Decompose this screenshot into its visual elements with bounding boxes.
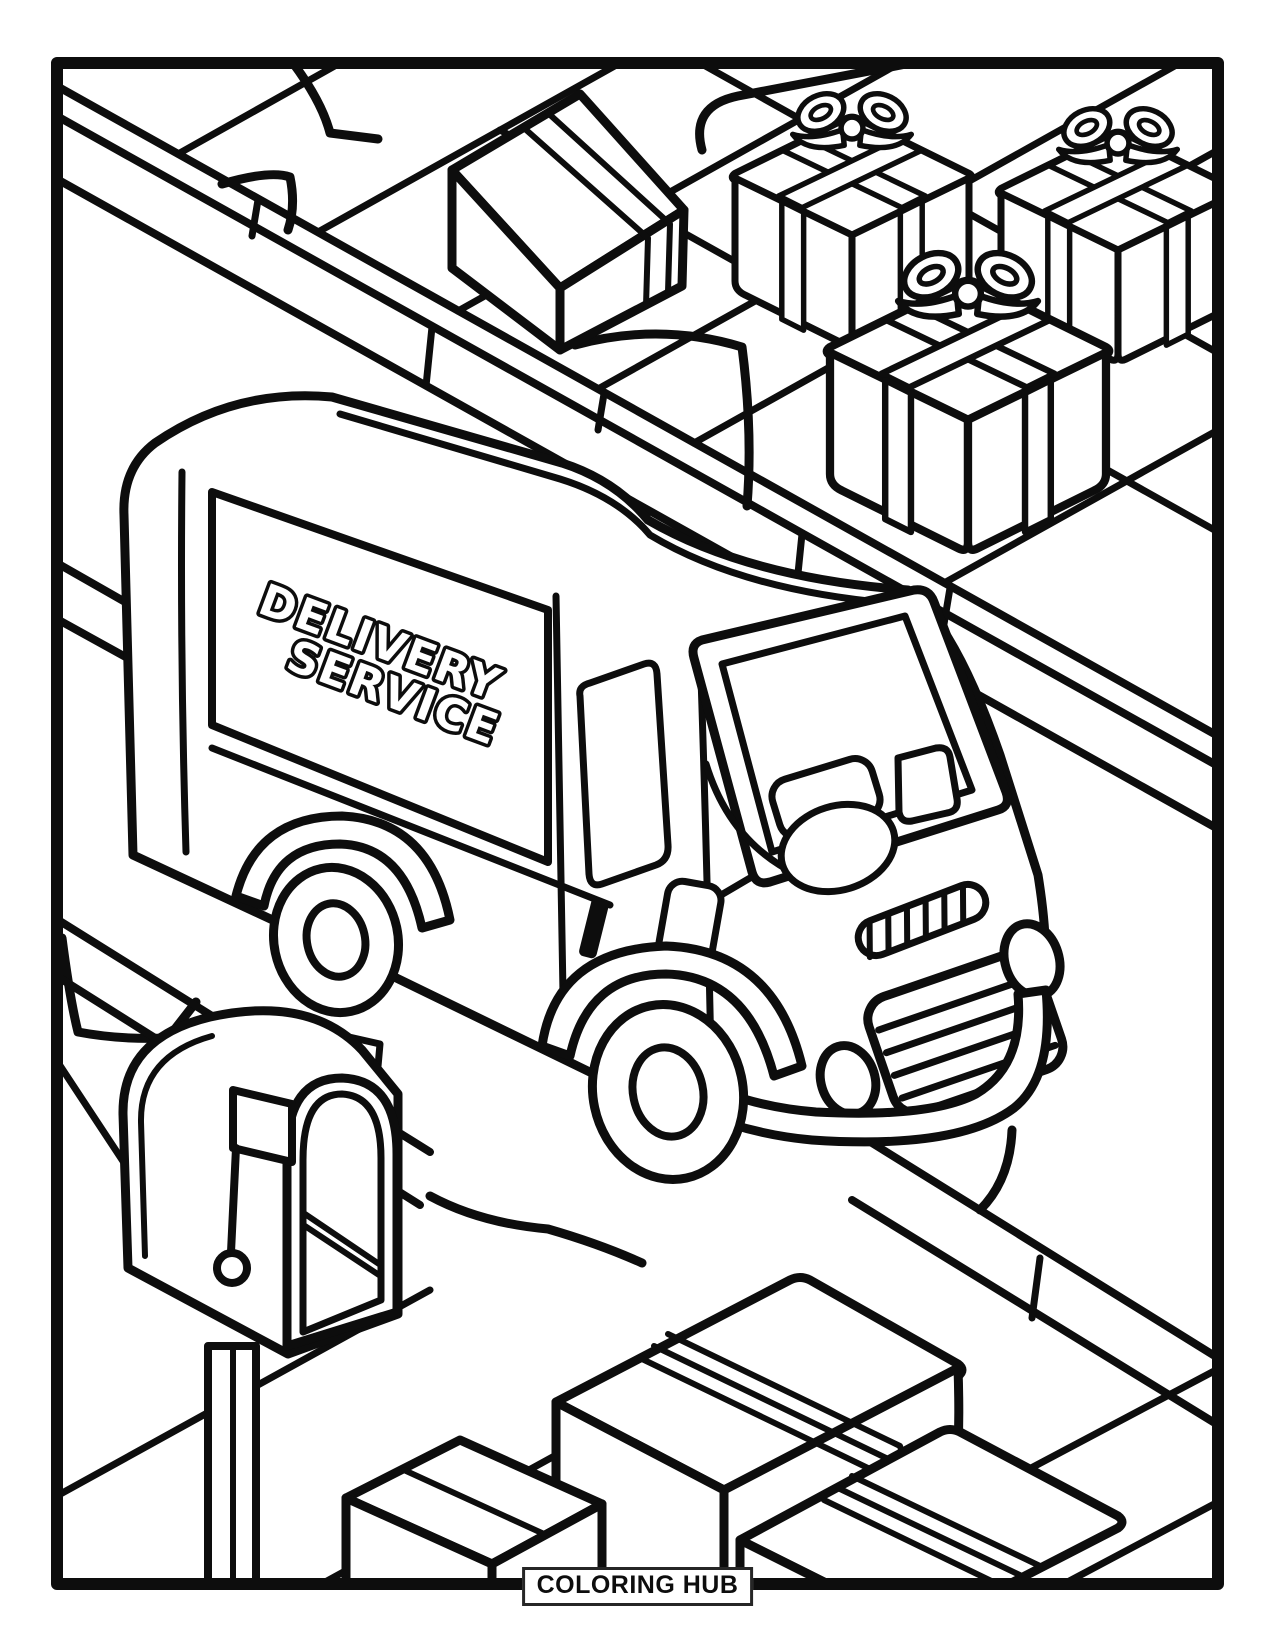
mailbox-opening-lines — [302, 1211, 382, 1278]
parcel-tape-line — [521, 110, 673, 309]
truck-rear-corner-line — [178, 468, 190, 856]
packages-top — [447, 63, 1238, 550]
mailbox-flag-paddle — [229, 1086, 296, 1166]
pavement-crack — [288, 63, 383, 144]
parcel-box-bottom-left — [341, 1435, 607, 1584]
parcel-straps — [821, 1473, 1043, 1584]
mailbox-door-inner — [299, 1090, 385, 1336]
steering-wheel — [777, 800, 899, 896]
curb-brick-tick — [422, 323, 436, 390]
curb-brick-tick — [940, 584, 954, 628]
box-behind-edge — [695, 63, 911, 155]
brick-joint — [174, 63, 344, 158]
rear-wheel — [268, 862, 404, 1018]
parcel-left-face — [341, 1493, 497, 1584]
front-fender — [537, 941, 807, 1081]
truck-side-panel — [208, 488, 552, 866]
curb-top-line — [57, 81, 1218, 740]
brick-joint — [940, 426, 1218, 587]
truck-roof-inner-line — [336, 410, 904, 608]
mailbox — [118, 1006, 403, 1584]
near-curb-right — [868, 1139, 1218, 1362]
seat-headrest — [894, 744, 961, 825]
slab-joint — [1057, 1498, 1218, 1584]
rear-hub — [302, 899, 370, 981]
parcel-right-face — [487, 1499, 607, 1584]
pavement-crack — [425, 1191, 647, 1268]
parcel-front-face — [735, 1535, 839, 1584]
delivery-truck: DELIVERY SERVICE — [119, 391, 1068, 1184]
curb-brick-tick — [248, 196, 262, 240]
hood-vent-stripes — [866, 884, 967, 961]
mailbox-flag-knob — [213, 1249, 251, 1287]
truck-door-window — [576, 659, 672, 889]
brand-badge-label: COLORING HUB — [536, 1571, 739, 1599]
curb-brick-tick — [1028, 1254, 1044, 1322]
parcel-top-face — [735, 1425, 1127, 1584]
front-hub — [628, 1043, 708, 1141]
hood-vent — [854, 880, 990, 961]
front-wheel — [587, 1000, 749, 1184]
parcel-box-top-left — [447, 89, 689, 355]
curb-brick-tick — [594, 390, 608, 434]
mailbox-body-line — [137, 1033, 215, 1259]
parcel-strapped-right — [735, 1425, 1127, 1584]
windshield-inner — [718, 612, 976, 856]
parcels-bottom — [341, 1273, 1127, 1584]
pavement-crack — [975, 1125, 1017, 1215]
grille-slats — [875, 973, 1059, 1102]
scene: DELIVERY SERVICE — [57, 63, 1238, 1584]
door-handle — [579, 897, 609, 959]
brand-badge: COLORING HUB — [521, 1567, 754, 1606]
brick-joint — [314, 63, 624, 236]
parcel-tape-line — [401, 1467, 547, 1537]
truck-body-crease — [208, 744, 614, 909]
curb-mid-line — [57, 111, 1218, 770]
parcel-right-face — [555, 205, 689, 355]
rear-fender — [231, 811, 455, 933]
pavement-crack — [570, 329, 754, 511]
pavement-crack — [217, 170, 298, 235]
mailbox-flag-stem — [227, 1144, 240, 1256]
